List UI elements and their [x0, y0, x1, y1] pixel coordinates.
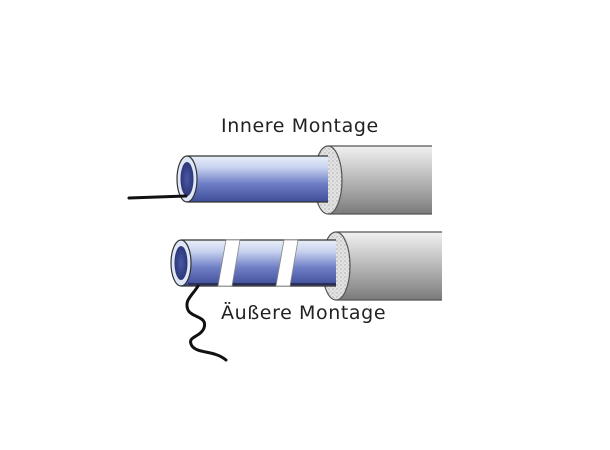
fixing-tape-band [217, 239, 241, 287]
outer-mounting-pipe [170, 231, 442, 362]
pipe-bore [180, 162, 194, 196]
pipe-bore [174, 246, 188, 280]
insulation-sleeve [336, 232, 442, 300]
inner-mounting-pipe [127, 145, 432, 215]
fixing-tape-band [275, 239, 299, 287]
pipe-body [181, 240, 336, 286]
heating-cable-inner [127, 194, 188, 200]
insulation-sleeve [328, 146, 432, 214]
pipe-body [187, 156, 328, 202]
inner-mounting-label: Innere Montage [221, 115, 379, 137]
outer-mounting-label: Äußere Montage [221, 302, 387, 324]
heating-cable-outer [185, 284, 228, 362]
